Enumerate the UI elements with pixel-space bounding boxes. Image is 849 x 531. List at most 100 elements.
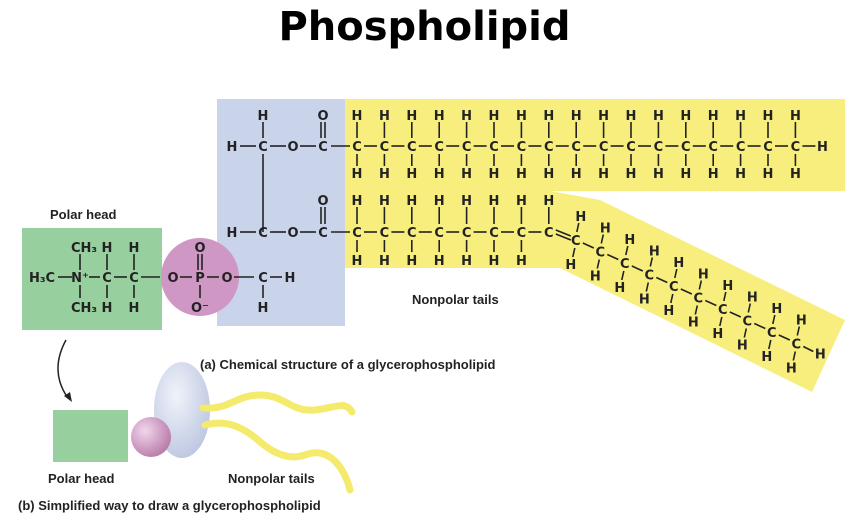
svg-text:H: H — [258, 301, 269, 316]
svg-text:C: C — [718, 303, 728, 318]
svg-text:C: C — [380, 140, 390, 155]
unsaturated-tail-region — [345, 191, 845, 392]
svg-text:C: C — [318, 226, 328, 241]
svg-text:C: C — [708, 140, 718, 155]
svg-text:O: O — [287, 140, 298, 155]
arrow-head-icon — [64, 392, 72, 402]
svg-text:H: H — [379, 254, 390, 269]
svg-text:P: P — [195, 271, 205, 286]
svg-text:H: H — [129, 301, 140, 316]
svg-text:H: H — [614, 281, 625, 296]
svg-text:H: H — [461, 167, 472, 182]
svg-text:H: H — [712, 327, 723, 342]
svg-text:H: H — [598, 167, 609, 182]
svg-text:H: H — [434, 109, 445, 124]
svg-text:C: C — [517, 226, 527, 241]
svg-text:H: H — [598, 109, 609, 124]
svg-text:H: H — [406, 167, 417, 182]
svg-text:H: H — [516, 254, 527, 269]
svg-text:H: H — [461, 194, 472, 209]
phosphate-region — [161, 238, 239, 316]
svg-text:C: C — [102, 271, 112, 286]
svg-text:H: H — [790, 109, 801, 124]
svg-text:H: H — [406, 254, 417, 269]
svg-text:C: C — [791, 140, 801, 155]
svg-text:H: H — [379, 109, 390, 124]
svg-text:H: H — [543, 109, 554, 124]
svg-text:C: C — [407, 140, 417, 155]
svg-text:C: C — [407, 226, 417, 241]
svg-text:H: H — [649, 245, 660, 260]
svg-text:H: H — [489, 167, 500, 182]
svg-text:H: H — [489, 194, 500, 209]
svg-text:N⁺: N⁺ — [71, 271, 89, 286]
svg-text:H: H — [624, 233, 635, 248]
svg-text:H: H — [761, 350, 772, 365]
svg-text:H: H — [516, 194, 527, 209]
svg-text:H: H — [434, 254, 445, 269]
svg-text:C: C — [694, 292, 704, 307]
saturated-tail-region — [345, 99, 845, 191]
nonpolar-tails-label-a: Nonpolar tails — [412, 292, 499, 307]
svg-text:H: H — [763, 167, 774, 182]
svg-text:H: H — [489, 254, 500, 269]
svg-text:C: C — [544, 140, 554, 155]
svg-text:C: C — [626, 140, 636, 155]
svg-text:CH₃: CH₃ — [71, 301, 97, 316]
svg-text:H: H — [543, 167, 554, 182]
svg-text:C: C — [620, 257, 630, 272]
svg-text:H: H — [258, 109, 269, 124]
svg-text:H: H — [737, 339, 748, 354]
svg-text:H: H — [102, 301, 113, 316]
svg-text:C: C — [258, 226, 268, 241]
svg-text:H: H — [406, 109, 417, 124]
svg-text:H: H — [516, 167, 527, 182]
svg-text:C: C — [489, 226, 499, 241]
svg-text:C: C — [352, 140, 362, 155]
svg-text:C: C — [489, 140, 499, 155]
svg-text:H: H — [102, 241, 113, 256]
svg-text:H₃C: H₃C — [29, 271, 55, 286]
caption-b: (b) Simplified way to draw a glycerophos… — [18, 498, 321, 513]
svg-text:H: H — [639, 293, 650, 308]
svg-text:C: C — [258, 140, 268, 155]
svg-text:H: H — [747, 291, 758, 306]
svg-text:H: H — [663, 304, 674, 319]
svg-text:H: H — [461, 109, 472, 124]
svg-text:H: H — [379, 167, 390, 182]
svg-text:C: C — [596, 246, 606, 261]
svg-text:C: C — [654, 140, 664, 155]
svg-text:O: O — [287, 226, 298, 241]
svg-text:C: C — [743, 315, 753, 330]
svg-text:C: C — [258, 271, 268, 286]
svg-text:H: H — [735, 109, 746, 124]
svg-text:H: H — [771, 302, 782, 317]
svg-text:C: C — [792, 338, 802, 353]
svg-text:H: H — [285, 271, 296, 286]
svg-text:H: H — [600, 222, 611, 237]
svg-text:C: C — [462, 140, 472, 155]
nonpolar-tails-label-b: Nonpolar tails — [228, 471, 315, 486]
svg-text:H: H — [434, 194, 445, 209]
svg-text:C: C — [517, 140, 527, 155]
svg-text:H: H — [352, 167, 363, 182]
svg-text:H: H — [626, 167, 637, 182]
simple-tail-1 — [199, 391, 356, 416]
svg-text:C: C — [380, 226, 390, 241]
svg-text:C: C — [571, 234, 581, 249]
svg-text:C: C — [669, 280, 679, 295]
svg-text:C: C — [434, 140, 444, 155]
svg-text:H: H — [796, 314, 807, 329]
svg-text:C: C — [645, 269, 655, 284]
polar-head-label-b: Polar head — [48, 471, 115, 486]
svg-text:C: C — [129, 271, 139, 286]
svg-text:H: H — [352, 109, 363, 124]
glycerol-region — [217, 99, 345, 326]
svg-text:C: C — [352, 226, 362, 241]
svg-text:H: H — [653, 109, 664, 124]
svg-text:H: H — [543, 194, 554, 209]
svg-text:H: H — [735, 167, 746, 182]
svg-text:C: C — [462, 226, 472, 241]
svg-text:H: H — [708, 109, 719, 124]
